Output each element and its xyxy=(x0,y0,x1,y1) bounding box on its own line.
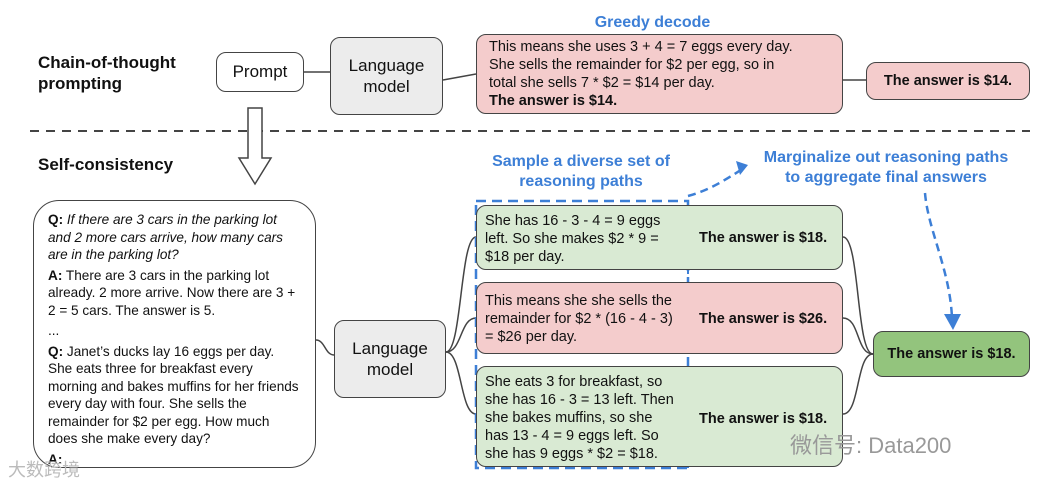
path1-to-final-connector xyxy=(842,236,874,355)
path-2-answer: The answer is $26. xyxy=(699,311,828,327)
reasoning-path-2: This means she she sells the remainder f… xyxy=(476,282,843,354)
path2-to-final-connector xyxy=(842,317,874,355)
ellipsis: ... xyxy=(48,323,60,338)
a1-text: There are 3 cars in the parking lot alre… xyxy=(48,267,296,318)
prompt-box: Prompt xyxy=(216,52,304,92)
path-2-text: This means she she sells the remainder f… xyxy=(485,293,673,345)
marginalize-arrow xyxy=(923,192,954,319)
reasoning-path-1: She has 16 - 3 - 4 = 9 eggs left. So she… xyxy=(476,205,843,270)
q2-text: Janet’s ducks lay 16 eggs per day. She e… xyxy=(48,343,299,447)
lm-to-greedy-connector xyxy=(442,73,477,81)
marginalize-arrowhead-icon xyxy=(944,314,961,330)
cot-section-label: Chain-of-thought prompting xyxy=(38,53,176,93)
prompt-to-lm-connector-bottom xyxy=(315,339,335,356)
path-1-answer: The answer is $18. xyxy=(699,230,828,246)
sc-section-label: Self-consistency xyxy=(38,155,174,174)
path3-to-final-connector xyxy=(842,353,874,415)
reasoning-path-3: She eats 3 for breakfast, so she has 16 … xyxy=(476,366,843,467)
watermark-right: 微信号: Data200 xyxy=(790,433,952,458)
greedy-text: This means she uses 3 + 4 = 7 eggs every… xyxy=(489,39,793,91)
lm-to-path2-connector xyxy=(445,317,477,353)
path-3-answer: The answer is $18. xyxy=(699,411,828,427)
q1-label: Q: xyxy=(48,212,64,227)
lm-to-path1-connector xyxy=(445,236,477,353)
q2-label: Q: xyxy=(48,343,64,359)
prompt-examples-box: Q: If there are 3 cars in the parking lo… xyxy=(33,200,316,468)
sample-arrowhead-icon xyxy=(736,161,748,175)
marginalize-title: Marginalize out reasoning paths to aggre… xyxy=(763,149,1009,186)
path-3-text: She eats 3 for breakfast, so she has 16 … xyxy=(485,374,674,462)
q1-text: If there are 3 cars in the parking lot a… xyxy=(48,212,283,262)
a1-label: A: xyxy=(48,267,63,283)
language-model-bottom: Language model xyxy=(334,320,446,398)
greedy-answer-text: The answer is $14. xyxy=(883,73,1013,89)
final-answer-box: The answer is $18. xyxy=(873,331,1030,377)
greedy-answer-box: The answer is $14. xyxy=(866,62,1030,100)
watermark-left: 大数跨境 xyxy=(8,460,80,480)
final-answer-text: The answer is $18. xyxy=(887,346,1016,362)
a2-label: A: xyxy=(48,451,63,467)
path-1-text: She has 16 - 3 - 4 = 9 eggs left. So she… xyxy=(485,213,661,265)
greedy-inline-answer: The answer is $14. xyxy=(489,93,618,109)
greedy-decode-box: This means she uses 3 + 4 = 7 eggs every… xyxy=(476,34,843,114)
sample-paths-title: Sample a diverse set of reasoning paths xyxy=(492,153,670,190)
lm-to-path3-connector xyxy=(445,351,477,415)
down-arrow-icon xyxy=(237,107,273,186)
sample-to-marginalize-arrow xyxy=(687,166,745,198)
greedy-decode-title: Greedy decode xyxy=(594,14,711,31)
language-model-top: Language model xyxy=(330,37,443,115)
